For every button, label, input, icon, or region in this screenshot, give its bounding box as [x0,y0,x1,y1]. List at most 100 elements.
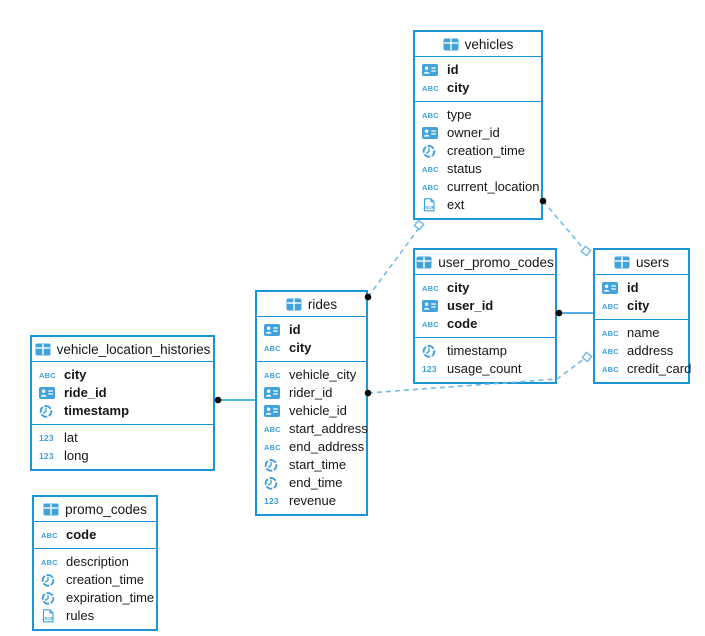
number-icon: 123 [39,433,54,443]
field-name: city [289,340,312,355]
text-icon: ABC [264,343,281,353]
text-icon: ABC [422,83,439,93]
text-icon: ABC [602,301,619,311]
field-row-id[interactable]: id [257,321,366,339]
table-icon [443,38,459,51]
field-name: timestamp [64,403,130,418]
field-row-expiration_time[interactable]: expiration_time [34,589,156,607]
text-icon: ABC [264,442,281,452]
field-name: expiration_time [66,590,155,605]
text-icon: ABC [602,328,619,338]
table-header-users[interactable]: users [595,250,688,274]
clock-icon [41,573,61,587]
table-header-user_promo_codes[interactable]: user_promo_codes [415,250,555,274]
field-row-timestamp[interactable]: timestamp [415,342,555,360]
relationship-line-rides-vehicles [367,227,420,298]
field-row-creation_time[interactable]: creation_time [34,571,156,589]
table-header-vehicle_location_histories[interactable]: vehicle_location_histories [32,337,213,361]
id-badge-icon [264,324,284,336]
field-row-id[interactable]: id [595,279,688,297]
field-row-ride_id[interactable]: ride_id [32,384,213,402]
text-icon: ABC [422,319,439,329]
table-header-vehicles[interactable]: vehicles [415,32,541,56]
field-name: city [627,298,650,313]
field-row-status[interactable]: ABC status [415,160,541,178]
field-name: creation_time [66,572,145,587]
many-end-marker [413,219,425,231]
field-row-vehicle_id[interactable]: vehicle_id [257,402,366,420]
table-header-promo_codes[interactable]: promo_codes [34,497,156,521]
field-name: usage_count [447,361,522,376]
field-name: address [627,343,674,358]
field-row-creation_time[interactable]: creation_time [415,142,541,160]
id-badge-icon [602,282,622,294]
field-row-rider_id[interactable]: rider_id [257,384,366,402]
field-row-ext[interactable]: JSON ext [415,196,541,214]
field-row-city[interactable]: ABC city [257,339,366,357]
field-row-end_address[interactable]: ABC end_address [257,438,366,456]
clock-icon [422,144,442,158]
table-name: promo_codes [65,501,147,517]
text-icon: ABC [264,370,281,380]
id-badge-icon [264,405,284,417]
number-icon: 123 [264,496,279,506]
field-name: end_address [289,439,365,454]
text-icon: ABC [39,370,56,380]
field-row-lat[interactable]: 123 lat [32,429,213,447]
field-name: id [289,322,301,337]
json-icon: JSON [422,198,442,212]
text-icon: ABC [602,346,619,356]
field-row-revenue[interactable]: 123 revenue [257,492,366,510]
clock-icon [39,404,59,418]
field-name: description [66,554,129,569]
field-row-address[interactable]: ABC address [595,342,688,360]
field-name: ext [447,197,465,212]
field-row-user_id[interactable]: user_id [415,297,555,315]
field-name: lat [64,430,78,445]
clock-icon [422,344,442,358]
field-row-start_time[interactable]: start_time [257,456,366,474]
field-row-id[interactable]: id [415,61,541,79]
table-icon [286,298,302,311]
field-name: current_location [447,179,540,194]
field-name: status [447,161,482,176]
table-name: rides [307,296,338,312]
field-row-end_time[interactable]: end_time [257,474,366,492]
field-name: revenue [289,493,336,508]
id-badge-icon [264,387,284,399]
field-row-city[interactable]: ABC city [595,297,688,315]
clock-icon [264,458,284,472]
text-icon: ABC [422,164,439,174]
table-icon [35,343,51,356]
field-row-timestamp[interactable]: timestamp [32,402,213,420]
svg-text:JSON: JSON [42,616,54,621]
field-row-owner_id[interactable]: owner_id [415,124,541,142]
relationship-line-vehicles-users [542,200,584,249]
table-header-rides[interactable]: rides [257,292,366,316]
